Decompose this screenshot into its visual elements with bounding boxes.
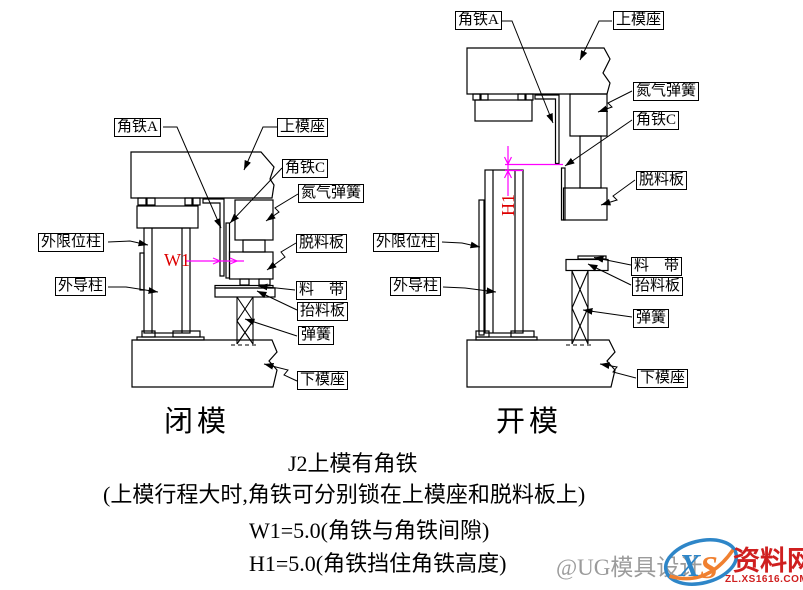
note-title: J2上模有角铁 [288,451,418,476]
left-springs [231,296,258,346]
label-right-upper-die-seat: 上模座 [613,11,665,30]
label-right-lifter-plate: 抬料板 [632,277,684,296]
right-stripper-plate [560,167,608,221]
label-left-material-strip: 料 带 [296,281,348,300]
logo-name-text: 资料网 [733,546,803,576]
label-right-angle-iron-a: 角铁A [455,11,502,30]
label-right-lower-die-seat: 下模座 [637,369,689,388]
label-right-outer-limit-post: 外限位柱 [373,233,440,252]
caption-closed-mold: 闭模 [164,406,231,438]
left-upper-die [130,151,275,229]
left-angle-irons [202,198,231,279]
left-nitrogen-spring-block [234,199,274,253]
label-left-angle-iron-a: 角铁A [114,118,161,137]
label-left-lower-die-seat: 下模座 [297,371,349,390]
label-right-nitrogen-spring: 氮气弹簧 [633,82,700,101]
h1-dim-text: H1 [498,194,518,216]
left-w1-dimension: W1 [164,250,244,270]
note-description: (上模行程大时,角铁可分别锁在上模座和脱料板上) [103,482,586,507]
note-h1-value: H1=5.0(角铁挡住角铁高度) [249,551,507,576]
note-w1-value: W1=5.0(角铁与角铁间隙) [249,518,490,543]
left-stripper-plate [228,251,274,286]
label-left-angle-iron-c: 角铁C [282,159,329,178]
label-left-upper-die-seat: 上模座 [277,118,329,137]
right-lower-die [466,339,616,388]
label-left-spring: 弹簧 [298,326,335,345]
left-guide-column [136,227,205,341]
label-left-nitrogen-spring: 氮气弹簧 [298,184,365,203]
label-right-material-strip: 料 带 [631,257,683,276]
site-logo: X S 资料网 ZL.XS1616.COM [653,526,803,590]
right-guide-column [475,169,538,341]
logo-swirl-icon [663,538,739,586]
right-h1-dimension: H1 [498,146,563,216]
label-right-outer-guide-post: 外导柱 [390,277,442,296]
label-left-outer-guide-post: 外导柱 [55,277,107,296]
left-lower-die [131,339,278,388]
right-strip-and-lifter [565,255,609,272]
right-upper-die [466,47,611,122]
label-right-spring: 弹簧 [633,309,670,328]
left-leader-lines [107,126,299,382]
caption-open-mold: 开模 [496,406,563,438]
logo-domain-text: ZL.XS1616.COM [725,574,803,585]
watermark-text: @UG模具设计 [556,555,703,580]
label-right-angle-iron-c: 角铁C [633,111,680,130]
left-strip-and-lifter [214,284,276,298]
label-right-stripper-plate: 脱料板 [636,171,688,190]
right-leader-lines [441,20,637,379]
logo-letter-s: S [700,549,718,585]
right-angle-iron-a [534,94,560,165]
w1-dim-text: W1 [164,250,190,270]
logo-letter-x: X [678,547,701,583]
right-springs [566,270,593,346]
label-left-stripper-plate: 脱料板 [296,234,348,253]
site-logo-graphic: X S 资料网 ZL.XS1616.COM [663,538,803,586]
label-left-outer-limit-post: 外限位柱 [38,233,105,252]
label-left-lifter-plate: 抬料板 [297,302,349,321]
